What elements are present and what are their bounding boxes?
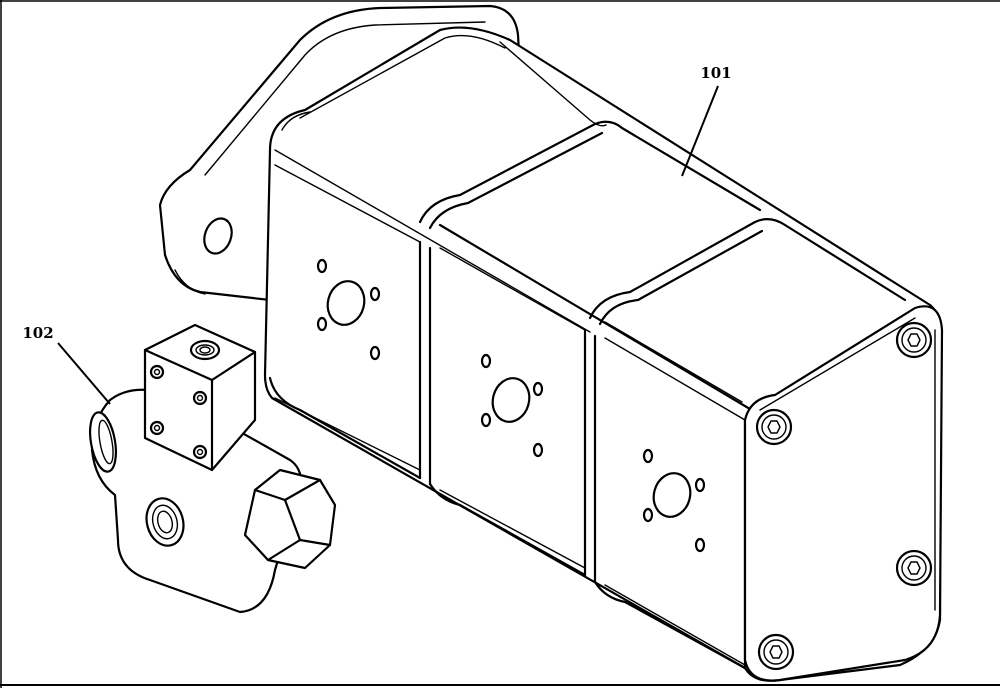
end-cap-bolt-top-right <box>895 321 933 359</box>
callout-102-label: 102 <box>22 324 53 342</box>
section-divider-2 <box>588 218 907 320</box>
end-cap-bolt-bottom-right <box>895 549 933 587</box>
callout-102: 102 <box>22 324 111 405</box>
pilot-block-threaded-port <box>189 339 221 361</box>
valve-front-threaded-port <box>145 497 185 547</box>
flange-bolt-hole <box>203 217 233 255</box>
port-pattern-section-2 <box>480 353 544 458</box>
valve-hex-plug <box>243 468 337 570</box>
port-pattern-section-1 <box>316 258 381 361</box>
port-pattern-section-3 <box>642 448 706 553</box>
callout-101-leader <box>681 85 719 177</box>
end-cap-bolt-bottom-left <box>757 633 795 671</box>
callout-101: 101 <box>681 64 732 177</box>
end-cap-bolt-top-left <box>755 408 793 446</box>
callout-102-leader <box>57 342 111 405</box>
valve-side-port <box>88 411 118 473</box>
callout-101-label: 101 <box>700 64 731 82</box>
pilot-block-screws <box>149 364 208 460</box>
pump-end-cap <box>743 305 944 682</box>
section-divider-1 <box>418 120 762 224</box>
gear-pump-101 <box>158 4 944 682</box>
valve-block-102 <box>88 323 337 614</box>
